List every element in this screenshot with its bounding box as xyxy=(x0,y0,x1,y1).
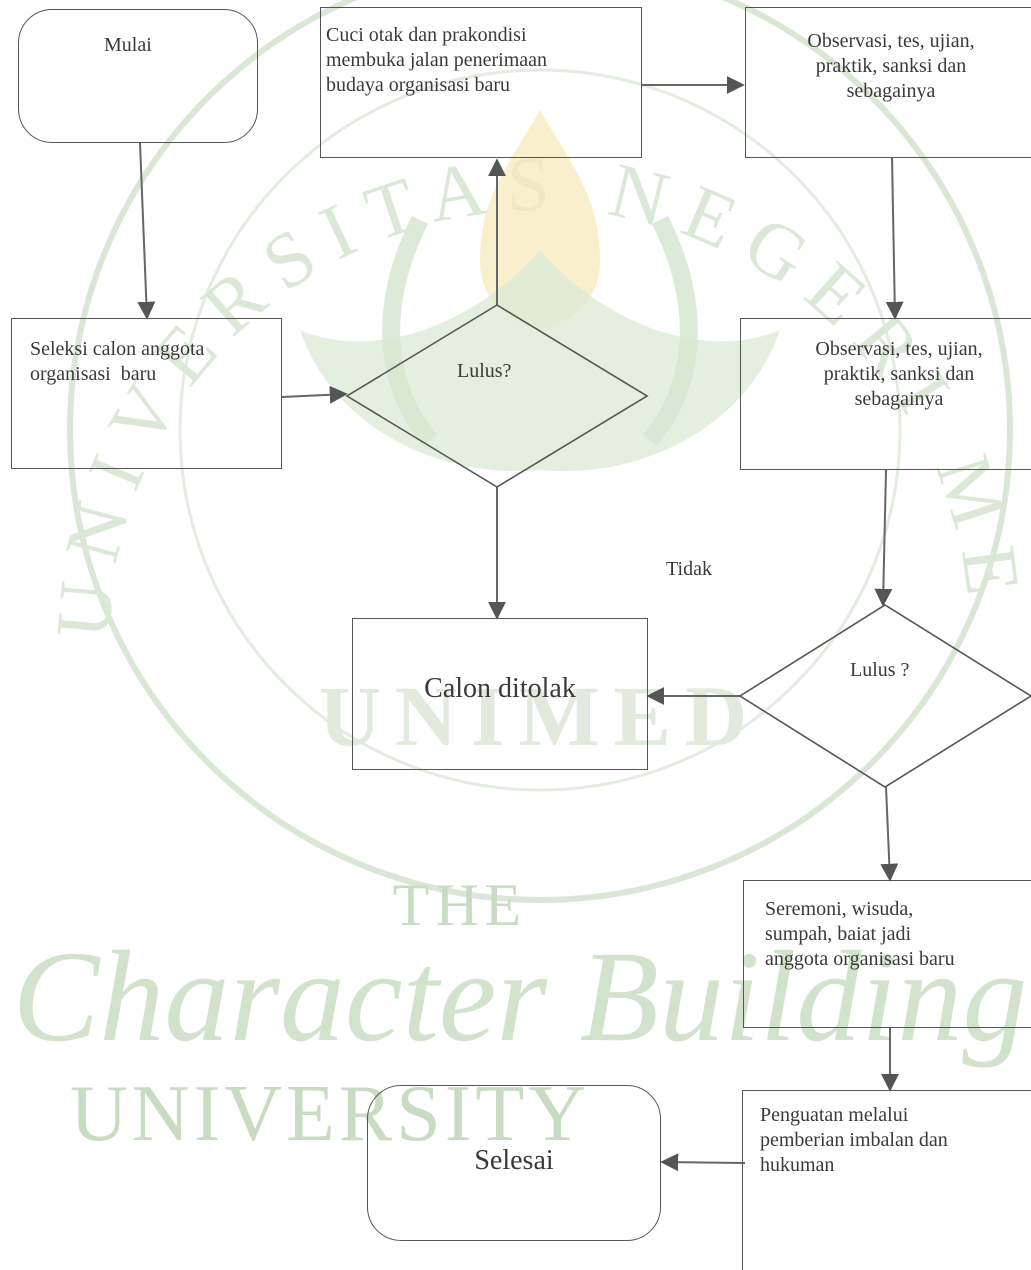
observation-1-node xyxy=(745,7,1031,158)
start-label: Mulai xyxy=(104,34,152,56)
reinforcement-node xyxy=(742,1090,1031,1270)
decision-2-label: Lulus ? xyxy=(850,659,910,681)
indoctrination-label: Cuci otak dan prakondisi membuka jalan p… xyxy=(326,24,548,96)
seal-flame xyxy=(480,110,600,330)
decision-2-diamond xyxy=(738,604,1031,788)
indoctrination-node xyxy=(320,7,642,158)
seal-short-text: UNIMED xyxy=(319,668,761,764)
end-node xyxy=(367,1085,661,1241)
start-node xyxy=(18,9,258,143)
arrow-observation-1-to-observation-2 xyxy=(885,156,904,320)
watermark-line-1: THE xyxy=(393,872,528,938)
ceremony-node xyxy=(743,880,1031,1028)
reinforcement-label: Penguatan melalui pemberian imbalan dan … xyxy=(760,1104,948,1176)
decision-1-diamond xyxy=(345,304,649,488)
observation-2-node xyxy=(740,318,1031,470)
watermark-line-2: Character Building xyxy=(13,925,1028,1069)
ceremony-label: Seremoni, wisuda, sumpah, baiat jadi ang… xyxy=(765,898,955,970)
seal-inner-ring xyxy=(178,68,902,792)
selection-label: Seleksi calon anggota organisasi baru xyxy=(30,338,205,385)
observation-2-label: Observasi, tes, ujian, praktik, sanksi d… xyxy=(815,338,983,410)
rejected-label: Calon ditolak xyxy=(424,673,576,704)
arrow-decision-2-to-ceremony xyxy=(880,786,899,882)
decision-1-label: Lulus? xyxy=(457,360,512,382)
no-edge-label: Tidak xyxy=(666,558,712,580)
arrow-reinforcement-to-end xyxy=(660,1153,746,1172)
arrow-observation-2-to-decision-2 xyxy=(874,469,893,607)
selection-node xyxy=(11,318,282,469)
observation-1-label: Observasi, tes, ujian, praktik, sanksi d… xyxy=(807,30,975,102)
watermark-line-3: UNIVERSITY xyxy=(70,1070,590,1158)
rejected-node xyxy=(352,618,648,770)
end-label: Selesai xyxy=(474,1145,554,1176)
arrow-selection-to-decision-1 xyxy=(281,385,348,404)
seal-outer-ring xyxy=(67,0,1013,903)
arrow-start-to-selection xyxy=(137,142,156,320)
